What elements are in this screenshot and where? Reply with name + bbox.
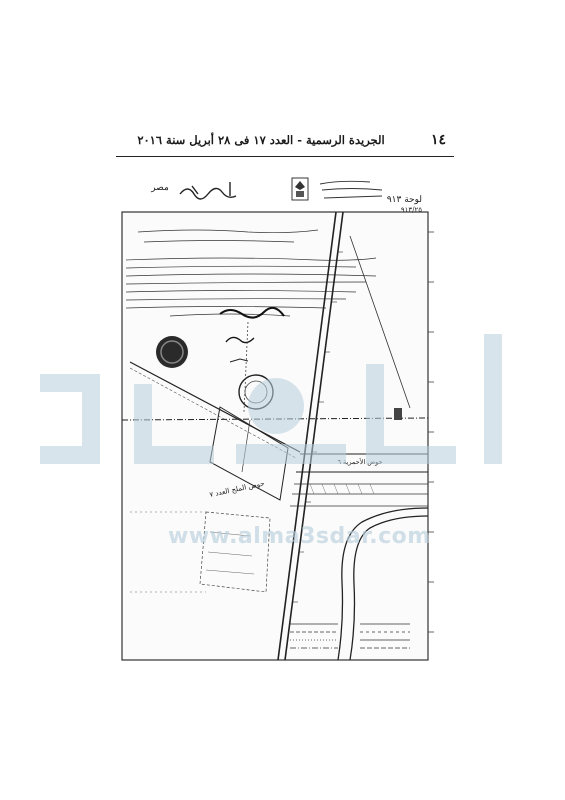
sheet-number: ٩١٣/٢٥ [401,206,422,214]
cadastral-map-scan: لوحة ٩١٣ ٩١٣/٢٥ مصر [110,172,450,664]
sheet-label: لوحة ٩١٣ [387,195,422,205]
emblem-icon [291,177,309,201]
header-divider [116,156,454,157]
page-header: ١٤ الجريدة الرسمية - العدد ١٧ فى ٢٨ أبري… [116,132,446,154]
country-label: مصر [150,183,169,193]
page-number: ١٤ [430,132,446,148]
gazette-title: الجريدة الرسمية - العدد ١٧ فى ٢٨ أبريل س… [137,133,385,147]
official-seal-icon [156,336,188,368]
map-legend [290,623,410,649]
basin-label: حوض الأحمرية ٦ [337,456,382,466]
